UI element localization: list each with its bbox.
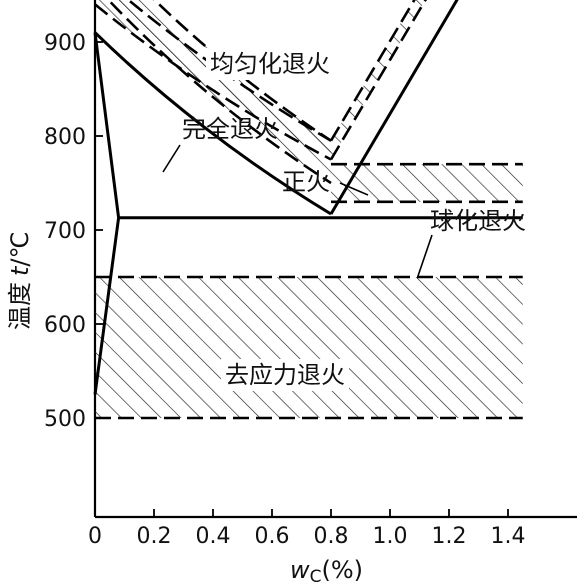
ferrite-boundary-line [93,32,121,395]
y-tick-label: 800 [44,125,86,150]
normalize-right-hatch [331,0,426,160]
region-label: 完全退火 [182,115,278,143]
y-axis-title: 温度t/℃ [6,232,34,330]
region-label-bg [221,359,349,391]
a3-line [93,31,332,216]
x-tick-label: 0.6 [255,524,290,549]
y-tick-label: 700 [44,219,86,244]
region-label-bg [206,48,334,80]
full-anneal-lower-bound [106,0,332,185]
region-label: 球化退火 [430,207,526,235]
region-hatch [331,164,523,202]
x-tick-label: 1.2 [432,524,467,549]
region-hatch [95,277,523,418]
spheroidize-leader [417,234,433,277]
y-tick-label: 600 [44,313,86,338]
x-tick-label: 0.8 [314,524,349,549]
y-tick-label: 900 [44,31,86,56]
normalize-left-lower-bound [94,3,332,161]
x-axis-title: wC(%) [290,556,363,587]
x-tick-label: 0.2 [137,524,172,549]
normalize-right-upper-bound [329,0,416,142]
x-tick-label: 1.4 [491,524,526,549]
region-label: 正火 [282,168,330,196]
x-tick-label: 1.0 [373,524,408,549]
acm-line [329,0,459,215]
region-label: 均匀化退火 [210,50,330,78]
normalize-right-lower-bound [329,0,427,161]
region-label: 去应力退火 [225,361,345,389]
normalize-leader [339,182,369,196]
y-tick-label: 500 [44,407,86,432]
x-tick-label: 0.4 [196,524,231,549]
full-anneal-leader [162,144,181,173]
x-tick-label: 0 [88,524,102,549]
